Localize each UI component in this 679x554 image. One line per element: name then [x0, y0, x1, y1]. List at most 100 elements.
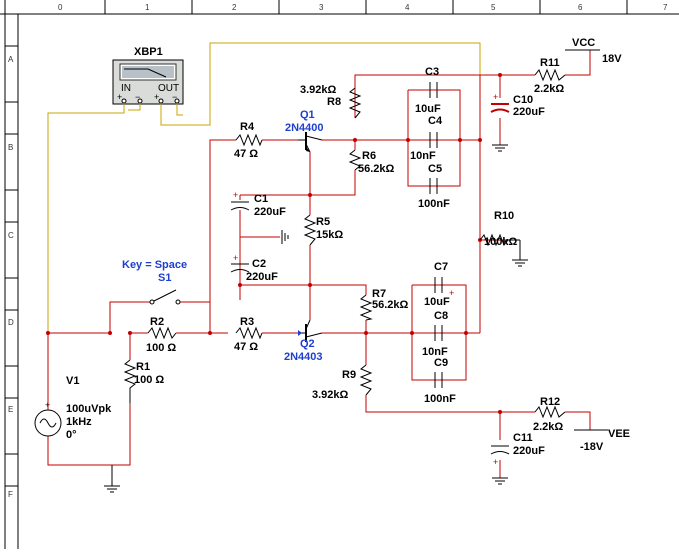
transistor-q1[interactable]: Q1 2N4400: [285, 109, 324, 153]
svg-text:R4: R4: [240, 121, 255, 133]
resistor-r10[interactable]: R10 100kΩ: [479, 210, 521, 260]
in-plus-terminal[interactable]: [121, 98, 127, 104]
svg-text:100nF: 100nF: [418, 198, 450, 210]
ruler-col-5: 5: [491, 3, 496, 12]
ground-r10: [512, 259, 528, 267]
ground-c1c2: [240, 230, 289, 244]
svg-text:−: −: [172, 92, 177, 102]
capacitor-c1[interactable]: + C1 220uF: [230, 190, 286, 222]
resistor-r3[interactable]: R3 47 Ω: [234, 316, 263, 353]
svg-text:3.92kΩ: 3.92kΩ: [300, 84, 337, 96]
capacitor-c11[interactable]: + C11 220uF: [490, 432, 545, 467]
svg-text:2.2kΩ: 2.2kΩ: [533, 421, 563, 433]
resistor-r1[interactable]: R1 100 Ω: [123, 359, 164, 403]
in-minus-terminal[interactable]: [137, 98, 143, 104]
svg-text:VEE: VEE: [608, 428, 630, 440]
svg-text:C10: C10: [513, 94, 533, 106]
resistor-r6[interactable]: R6 56.2kΩ: [348, 149, 395, 175]
svg-text:S1: S1: [158, 272, 171, 284]
svg-text:2N4400: 2N4400: [285, 122, 324, 134]
svg-text:Q2: Q2: [300, 338, 315, 350]
switch-s1[interactable]: Key = Space S1: [122, 259, 187, 305]
instrument-in-label: IN: [121, 83, 131, 94]
svg-text:0°: 0°: [66, 429, 77, 441]
svg-text:2.2kΩ: 2.2kΩ: [534, 83, 564, 95]
svg-text:VCC: VCC: [572, 37, 595, 49]
ruler-col-4: 4: [405, 3, 410, 12]
svg-text:100 Ω: 100 Ω: [146, 342, 176, 354]
vee-rail[interactable]: VEE -18V: [574, 428, 630, 453]
svg-text:56.2kΩ: 56.2kΩ: [372, 299, 409, 311]
resistor-r4[interactable]: R4 47 Ω: [234, 121, 263, 160]
svg-text:Key = Space: Key = Space: [122, 259, 187, 271]
svg-text:3.92kΩ: 3.92kΩ: [312, 389, 349, 401]
capacitor-c4[interactable]: C4 10nF: [410, 115, 443, 162]
svg-text:-18V: -18V: [580, 441, 604, 453]
resistor-r8[interactable]: 3.92kΩ R8: [300, 84, 362, 119]
capacitor-c10[interactable]: + C10 220uF: [490, 92, 545, 118]
source-v1[interactable]: + V1 100uVpk 1kHz 0°: [34, 375, 112, 441]
junction-dots: [46, 73, 502, 414]
out-plus-terminal[interactable]: [158, 98, 164, 104]
svg-text:C2: C2: [252, 258, 266, 270]
resistor-r7[interactable]: R7 56.2kΩ: [359, 288, 409, 321]
resistor-r2[interactable]: R2 100 Ω: [130, 316, 180, 354]
svg-text:R6: R6: [362, 150, 376, 162]
svg-text:C4: C4: [428, 115, 443, 127]
svg-text:+: +: [493, 92, 498, 102]
svg-text:18V: 18V: [602, 53, 622, 65]
svg-text:V1: V1: [66, 375, 79, 387]
circuit-wires[interactable]: [47, 50, 591, 478]
resistor-r9[interactable]: R9 3.92kΩ: [312, 333, 373, 401]
ruler-rows: A B C D E F: [8, 55, 14, 499]
svg-text:+: +: [233, 190, 238, 200]
capacitor-c2[interactable]: + C2 220uF: [230, 253, 278, 283]
instrument-out-label: OUT: [158, 83, 179, 94]
capacitor-c7[interactable]: C7 10uF +: [424, 261, 454, 308]
svg-text:10uF: 10uF: [415, 103, 441, 115]
resistor-r11[interactable]: R11 2.2kΩ: [534, 57, 566, 95]
ground-c10: [492, 144, 508, 152]
resistor-r5[interactable]: R5 15kΩ: [303, 214, 343, 246]
ruler-row-a: A: [8, 55, 14, 64]
ground-v1: [104, 465, 120, 493]
ruler-row-f: F: [8, 490, 13, 499]
svg-text:56.2kΩ: 56.2kΩ: [358, 163, 395, 175]
svg-text:100kΩ: 100kΩ: [484, 236, 517, 248]
svg-text:47 Ω: 47 Ω: [234, 341, 258, 353]
svg-text:C5: C5: [428, 163, 442, 175]
svg-text:10nF: 10nF: [410, 150, 436, 162]
ground-c11: [492, 477, 508, 485]
svg-text:R1: R1: [136, 361, 150, 373]
capacitor-c3[interactable]: C3 10uF: [408, 66, 460, 115]
svg-text:1kHz: 1kHz: [66, 416, 92, 428]
instrument-name: XBP1: [134, 46, 163, 58]
svg-text:220uF: 220uF: [254, 206, 286, 218]
svg-text:R3: R3: [240, 316, 254, 328]
bode-plotter-xbp1[interactable]: XBP1 IN OUT + − + −: [112, 46, 184, 105]
capacitor-c8[interactable]: C8 10nF: [422, 310, 448, 358]
svg-text:+: +: [233, 253, 238, 263]
ruler-row-d: D: [8, 318, 14, 327]
capacitor-c5[interactable]: C5 100nF: [418, 163, 450, 210]
out-minus-terminal[interactable]: [174, 98, 180, 104]
svg-text:R10: R10: [494, 210, 514, 222]
svg-text:Q1: Q1: [300, 109, 315, 121]
svg-text:+: +: [493, 457, 498, 467]
transistor-q2[interactable]: Q2 2N4403: [284, 319, 323, 363]
svg-text:10nF: 10nF: [422, 346, 448, 358]
svg-text:R5: R5: [316, 216, 330, 228]
svg-text:2N4403: 2N4403: [284, 351, 323, 363]
svg-text:R11: R11: [540, 57, 560, 69]
svg-text:R7: R7: [372, 288, 386, 300]
ruler-col-7: 7: [663, 3, 668, 12]
svg-text:100nF: 100nF: [424, 393, 456, 405]
resistor-r12[interactable]: R12 2.2kΩ: [533, 396, 566, 433]
svg-text:R8: R8: [327, 96, 341, 108]
probe-wires[interactable]: [47, 42, 481, 333]
svg-text:15kΩ: 15kΩ: [316, 229, 343, 241]
svg-text:+: +: [45, 400, 50, 410]
capacitor-c9[interactable]: C9 100nF: [424, 357, 456, 405]
vcc-rail[interactable]: VCC 18V: [565, 37, 622, 65]
